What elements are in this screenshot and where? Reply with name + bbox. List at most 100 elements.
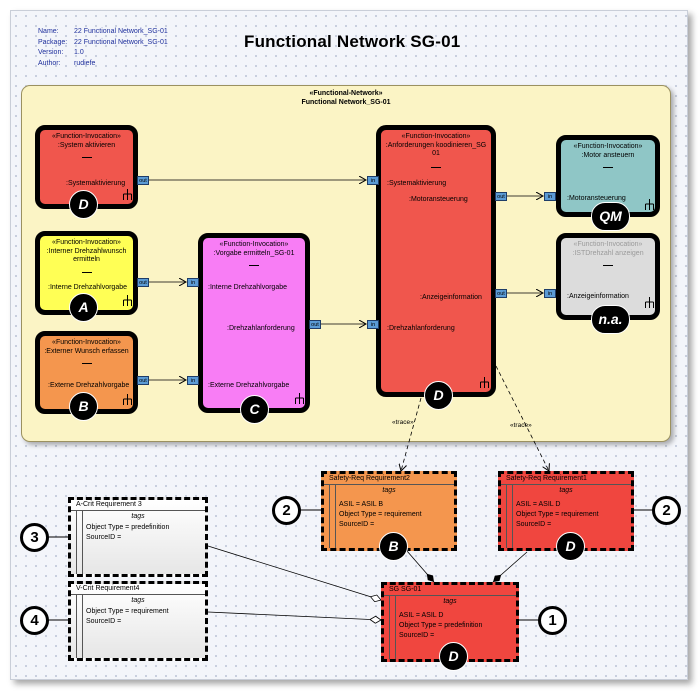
req-object-type: Object Type = predefinition	[399, 622, 483, 629]
frame-title: «Functional-Network» Functional Network_…	[22, 89, 670, 107]
req-source-id: SourceID =	[399, 632, 435, 639]
link-req1-sg	[492, 551, 528, 583]
asil-badge-c: C	[240, 395, 269, 424]
trace-label-req2: «trace»	[392, 419, 414, 426]
fork-icon	[123, 189, 132, 200]
number-marker-2: 2	[652, 496, 681, 525]
req-asil: ASIL = ASIL D	[399, 612, 444, 619]
block-name: :ISTDrehzahl anzeigen	[572, 249, 644, 257]
block-name-line1: :Anforderungen koodinieren_SG	[385, 141, 487, 149]
req-title: Safety-Req Requirement1	[501, 474, 631, 485]
block-name-line1: :Interner Drehzahlwunsch	[46, 247, 127, 255]
req-source-id: SourceID =	[339, 521, 375, 528]
link-req2-sg	[406, 550, 435, 583]
asil-badge-b: B	[69, 392, 98, 421]
fork-icon	[645, 199, 654, 210]
asil-badge-d: D	[69, 190, 98, 219]
trace-label-req1: «trace»	[510, 422, 532, 429]
separator	[603, 167, 613, 168]
req-v-crit-requirement4[interactable]: V-Crit Requirement4 tags Object Type = r…	[68, 581, 208, 661]
trace-req1	[495, 365, 549, 471]
req-bar	[76, 510, 83, 574]
port-label-systemaktivierung: :Systemaktivierung	[387, 180, 447, 187]
port-in-anzeigeinformation[interactable]: in	[544, 289, 556, 298]
block-name: :Externer Wunsch erfassen	[44, 347, 129, 355]
asil-badge-b: B	[379, 532, 408, 561]
block-name: :Motor ansteuern	[581, 151, 635, 159]
asil-badge-d: D	[556, 532, 585, 561]
port-in-externe-drehzahlvorgabe[interactable]: in	[187, 376, 199, 385]
port-label-motoransteuerung: :Motoransteuerung	[409, 196, 468, 203]
number-marker-3: 3	[20, 523, 49, 552]
separator	[81, 157, 92, 158]
asil-badge-d: D	[439, 642, 468, 671]
block-stereotype: «Function-Invocation»	[52, 339, 121, 346]
req-tags-heading: tags	[131, 597, 145, 604]
req-tags-heading: tags	[382, 487, 396, 494]
meta-version-label: Version:	[38, 49, 64, 56]
diagram-metadata: Name: 22 Functional Network_SG-01 Package…	[38, 27, 168, 69]
block-name-line2: 01	[432, 150, 440, 157]
number-marker-1: 1	[538, 606, 567, 635]
port-label-drehzahlanforderung: :Drehzahlanforderung	[387, 325, 455, 332]
req-tags-heading: tags	[443, 598, 457, 605]
port-in-drehzahlanforderung[interactable]: in	[367, 320, 379, 329]
block-stereotype: «Function-Invocation»	[573, 241, 643, 248]
port-out-systemaktivierung[interactable]: out	[137, 176, 149, 185]
port-in-interne-drehzahlvorgabe[interactable]: in	[187, 278, 199, 287]
port-out-anzeigeinformation[interactable]: out	[495, 289, 507, 298]
meta-name-label: Name:	[38, 28, 59, 35]
req-bar	[329, 484, 336, 548]
frame-stereotype: «Functional-Network»	[309, 90, 383, 97]
fork-icon	[645, 297, 654, 308]
asil-badge-na: n.a.	[591, 305, 630, 334]
port-out-drehzahlanforderung[interactable]: out	[309, 320, 321, 329]
block-anforderungen-koordinieren[interactable]: «Function-Invocation»:Anforderungen kood…	[376, 125, 496, 397]
meta-package-label: Package:	[38, 38, 68, 46]
fork-icon	[295, 393, 304, 404]
block-system-aktivieren[interactable]: «Function-Invocation»:System aktivieren …	[35, 125, 138, 209]
req-bar	[389, 595, 396, 659]
req-asil: ASIL = ASIL B	[339, 501, 384, 508]
port-in-systemaktivierung[interactable]: in	[367, 176, 379, 185]
block-stereotype: «Function-Invocation»	[401, 133, 471, 140]
port-label-interne-drehzahlvorgabe: :Interne Drehzahlvorgabe	[48, 284, 127, 291]
separator	[603, 265, 613, 266]
block-name: :Vorgabe ermitteln_SG-01	[213, 249, 295, 257]
block-stereotype: «Function-Invocation»	[219, 241, 289, 248]
separator	[81, 272, 92, 273]
req-object-type: Object Type = predefinition	[86, 524, 170, 531]
port-out-motoransteuerung[interactable]: out	[495, 192, 507, 201]
asil-badge-qm: QM	[591, 202, 630, 231]
block-stereotype: «Function-Invocation»	[52, 239, 121, 246]
block-name-line2: ermitteln	[73, 256, 100, 263]
separator	[249, 265, 259, 266]
port-in-motoransteuerung[interactable]: in	[544, 192, 556, 201]
block-vorgabe-ermitteln[interactable]: «Function-Invocation»:Vorgabe ermitteln_…	[198, 233, 310, 413]
fork-icon	[123, 295, 132, 306]
port-label-externe-drehzahlvorgabe: :Externe Drehzahlvorgabe	[48, 382, 130, 389]
meta-name-value: 22 Functional Network_SG-01	[74, 28, 168, 35]
req-a-crit-requirement3[interactable]: A-Crit Requirement 3 tags Object Type = …	[68, 497, 208, 577]
req-source-id: SourceID =	[86, 534, 122, 541]
req-title: Safety-Req Requirement2	[324, 474, 454, 485]
port-out-interne-drehzahlvorgabe[interactable]: out	[137, 278, 149, 287]
req-title: SG SG-01	[384, 585, 516, 596]
port-label-anzeigeinformation: :Anzeigeinformation	[420, 294, 482, 301]
req-object-type: Object Type = requirement	[86, 608, 169, 615]
port-label-anzeigeinformation: :Anzeigeinformation	[567, 293, 629, 300]
link-req3-sg	[207, 545, 381, 600]
port-label-interne-drehzahlvorgabe: :Interne Drehzahlvorgabe	[208, 284, 287, 291]
trace-req2	[401, 397, 422, 471]
req-safety-requirement2[interactable]: Safety-Req Requirement2 tags ASIL = ASIL…	[321, 471, 457, 551]
separator	[431, 167, 441, 168]
req-title: A-Crit Requirement 3	[71, 500, 205, 511]
separator	[81, 363, 92, 364]
link-req4-sg	[207, 611, 381, 620]
port-out-externe-drehzahlvorgabe[interactable]: out	[137, 376, 149, 385]
req-object-type: Object Type = requirement	[516, 511, 599, 518]
block-stereotype: «Function-Invocation»	[573, 143, 643, 150]
meta-package-value: 22 Functional Network_SG-01	[74, 38, 168, 46]
req-bar	[76, 594, 83, 658]
